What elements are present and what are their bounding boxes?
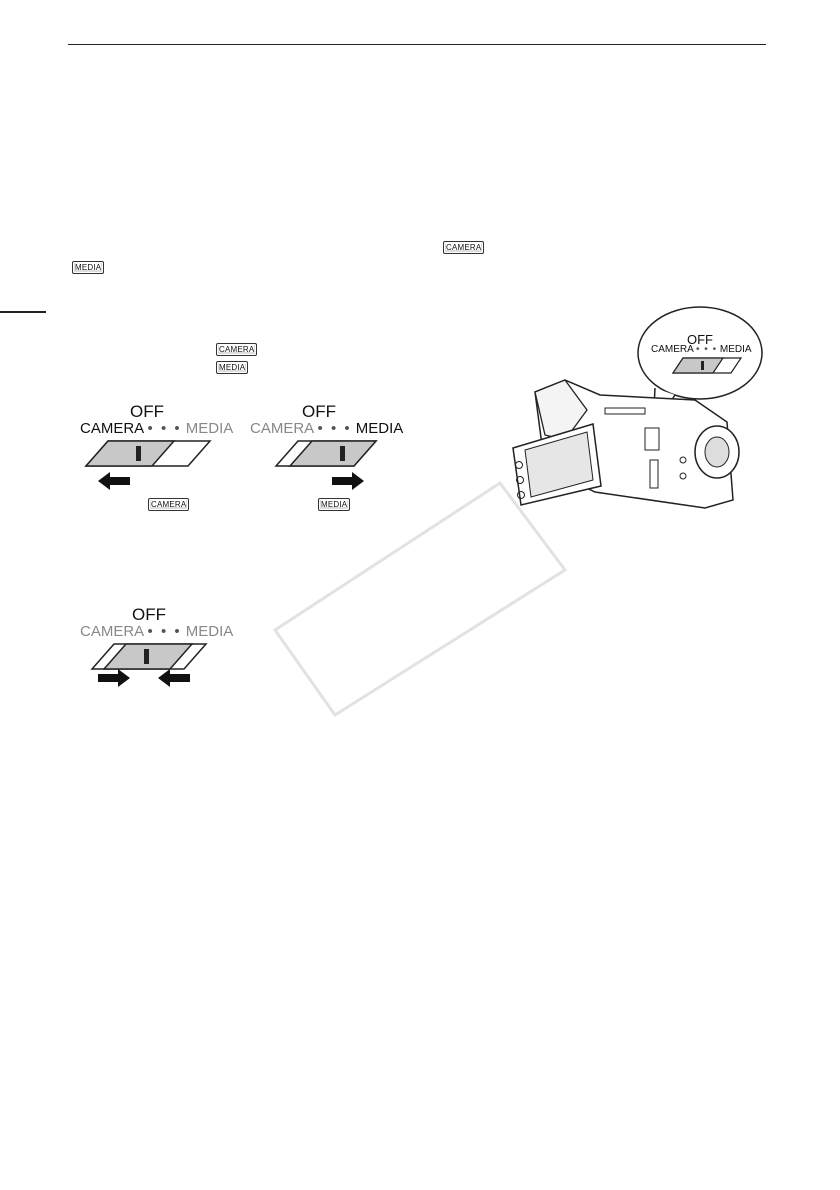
camcorder-graphic	[512, 306, 763, 509]
mode-switch-graphic	[274, 440, 378, 467]
switch-media-position: OFF CAMERA • • • MEDIA MEDIA	[250, 402, 403, 512]
section-tab-mark	[0, 311, 46, 313]
media-mode-icon: MEDIA	[318, 498, 351, 511]
mode-switch-graphic	[84, 440, 212, 467]
arrow-left-icon	[158, 669, 190, 687]
switch-camera-position: OFF CAMERA • • • MEDIA CAMERA	[80, 402, 234, 511]
camcorder-illustration: OFF CAMERA • • • MEDIA	[505, 300, 770, 515]
arrow-left-icon	[98, 472, 130, 490]
media-mode-icon: MEDIA	[216, 361, 249, 374]
header-rule	[68, 44, 766, 45]
arrow-right-icon	[332, 472, 364, 490]
watermark-frame	[272, 480, 568, 718]
switch-off-position: OFF CAMERA • • • MEDIA	[80, 605, 233, 695]
media-mode-icon: MEDIA	[72, 261, 105, 274]
mode-switch-graphic	[90, 643, 208, 670]
camera-mode-icon: CAMERA	[216, 343, 258, 356]
camera-mode-icon: CAMERA	[148, 498, 190, 511]
camera-mode-icon: CAMERA	[443, 241, 485, 254]
arrow-right-icon	[98, 669, 130, 687]
